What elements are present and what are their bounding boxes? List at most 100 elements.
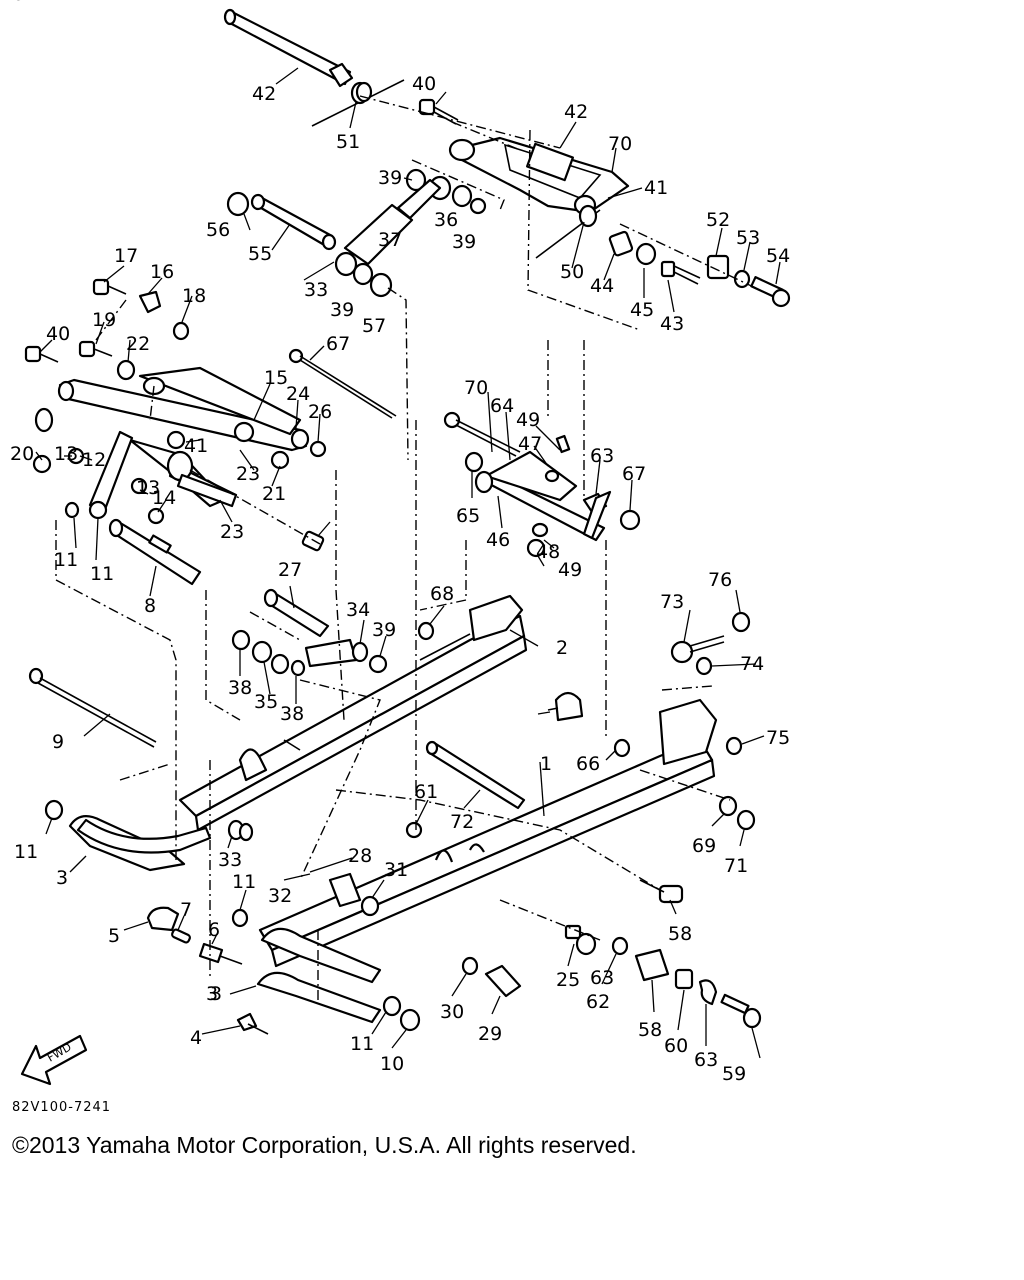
callout-32: 32 <box>268 885 292 907</box>
leader-lines <box>35 67 781 1059</box>
callout-31: 31 <box>384 859 408 881</box>
front-arm-bolts <box>24 278 327 525</box>
callout-15: 15 <box>264 367 288 389</box>
callout-4: 4 <box>190 1027 202 1049</box>
link-pivot-30 <box>231 588 388 677</box>
callout-49: 49 <box>558 559 582 581</box>
callout-11: 11 <box>54 549 78 571</box>
callout-70: 70 <box>464 377 488 399</box>
callout-28: 28 <box>348 845 372 867</box>
callout-53: 53 <box>736 227 760 249</box>
callout-58: 58 <box>638 1019 662 1041</box>
callout-42: 42 <box>252 83 276 105</box>
forward-arrow-icon: FWD <box>20 1034 88 1086</box>
callout-63: 63 <box>694 1049 718 1071</box>
callout-45: 45 <box>630 299 654 321</box>
callout-72: 72 <box>450 811 474 833</box>
callout-69: 69 <box>692 835 716 857</box>
callout-48: 48 <box>536 541 560 563</box>
slider-runner-3-lower <box>256 927 382 1024</box>
callout-21: 21 <box>262 483 286 505</box>
callout-30: 30 <box>440 1001 464 1023</box>
long-bolt-68 <box>288 348 397 419</box>
bolt-41-top <box>418 98 459 125</box>
callout-13: 13 <box>136 477 160 499</box>
callout-26: 26 <box>308 401 332 423</box>
callout-33: 33 <box>218 849 242 871</box>
callout-65: 65 <box>456 505 480 527</box>
callout-25: 25 <box>556 969 580 991</box>
slide-rail-2 <box>178 594 528 832</box>
shaft-24-bolt-25 <box>176 473 325 552</box>
callout-20: 20 <box>10 443 34 465</box>
callout-39: 39 <box>372 619 396 641</box>
callout-17: 17 <box>114 245 138 267</box>
callout-63: 63 <box>590 445 614 467</box>
callout-56: 56 <box>206 219 230 241</box>
callout-7: 7 <box>180 899 192 921</box>
callout-39: 39 <box>378 167 402 189</box>
callout-52: 52 <box>706 209 730 231</box>
callout-61: 61 <box>414 781 438 803</box>
callout-76: 76 <box>708 569 732 591</box>
callout-39: 39 <box>452 231 476 253</box>
callout-9: 9 <box>52 731 64 753</box>
right-parts-stack-45-56 <box>535 204 791 308</box>
callout-12: 12 <box>82 449 106 471</box>
callout-23: 23 <box>220 521 244 543</box>
callout-60: 60 <box>664 1035 688 1057</box>
callout-11: 11 <box>232 871 256 893</box>
callout-46: 46 <box>486 529 510 551</box>
copyright-notice: ©2013 Yamaha Motor Corporation, U.S.A. A… <box>12 1132 637 1158</box>
callout-75: 75 <box>766 727 790 749</box>
callout-38: 38 <box>280 703 304 725</box>
callout-3: 3 <box>210 983 222 1005</box>
callout-50: 50 <box>560 261 584 283</box>
callout-41: 41 <box>184 435 208 457</box>
pivot-shaft-44 <box>223 8 354 88</box>
washer-70 <box>417 621 435 641</box>
callout-16: 16 <box>150 261 174 283</box>
callout-2: 2 <box>556 637 568 659</box>
callout-14: 14 <box>152 487 176 509</box>
bottom-bushings <box>328 821 629 1032</box>
callout-59: 59 <box>722 1063 746 1085</box>
callout-8: 8 <box>144 595 156 617</box>
callout-22: 22 <box>126 333 150 355</box>
callout-33: 33 <box>304 279 328 301</box>
callout-36: 36 <box>434 209 458 231</box>
callout-58: 58 <box>668 923 692 945</box>
callout-47: 47 <box>518 433 542 455</box>
shaft-8 <box>108 518 202 586</box>
callout-67: 67 <box>622 463 646 485</box>
callout-42: 42 <box>564 101 588 123</box>
callout-73: 73 <box>660 591 684 613</box>
rear-arm-66 <box>443 411 641 558</box>
bushing-29 <box>547 691 584 722</box>
callout-74: 74 <box>740 653 764 675</box>
callout-5: 5 <box>108 925 120 947</box>
spring-53 <box>311 79 405 127</box>
callout-39: 39 <box>330 299 354 321</box>
shock-absorber <box>334 168 487 298</box>
callout-38: 38 <box>228 677 252 699</box>
callout-66: 66 <box>576 753 600 775</box>
callout-11: 11 <box>14 841 38 863</box>
right-rail-parts-70-77 <box>613 611 756 904</box>
callout-67: 67 <box>326 333 350 355</box>
callout-6: 6 <box>208 919 220 941</box>
callout-63: 63 <box>590 967 614 989</box>
callout-40: 40 <box>46 323 70 345</box>
callout-70: 70 <box>608 133 632 155</box>
drawing-code: 82V100-7241 <box>12 1100 112 1115</box>
callout-43: 43 <box>660 313 684 335</box>
shaft-57 <box>226 191 337 251</box>
callout-64: 64 <box>490 395 514 417</box>
alignment-lines <box>55 95 761 1000</box>
callout-24: 24 <box>286 383 310 405</box>
callout-57: 57 <box>362 315 386 337</box>
callout-29: 29 <box>478 1023 502 1045</box>
callout-68: 68 <box>430 583 454 605</box>
